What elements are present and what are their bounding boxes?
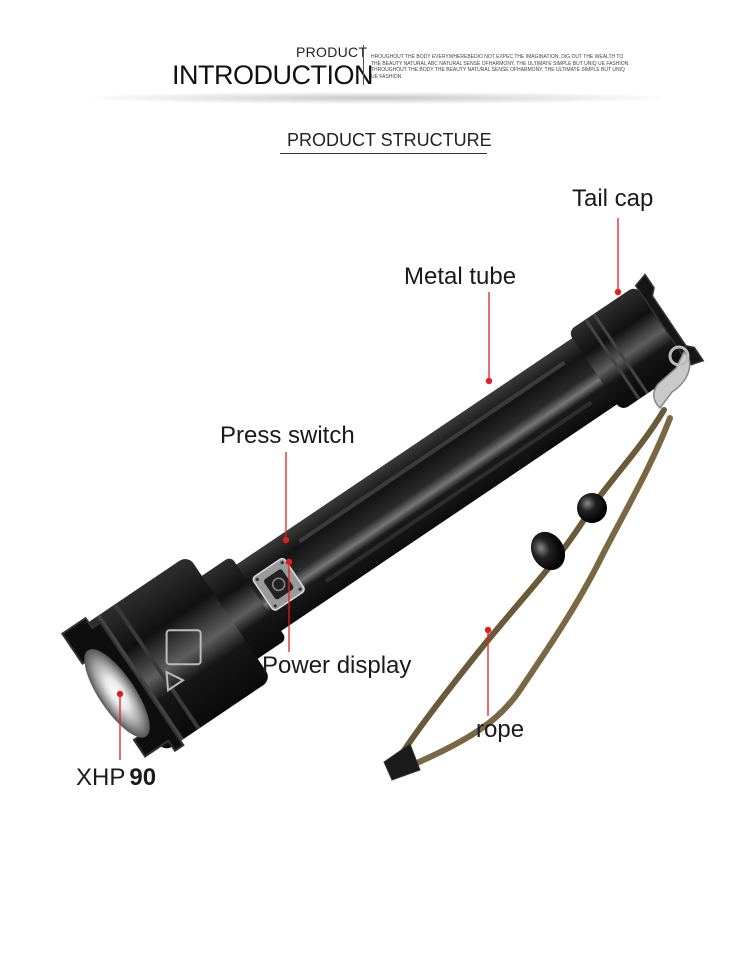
xhp-prefix: XHP [76,764,126,791]
header: PRODUCT INTRODUCTION HROUGHOUT THE BODY … [0,0,750,110]
xhp-number: 90 [129,764,157,791]
callout-metal-tube: Metal tube [404,263,517,290]
header-introduction-title: INTRODUCTION [172,60,373,90]
callout-tail-cap: Tail cap [572,185,654,212]
callout-rope: rope [476,716,525,743]
section-title: PRODUCT STRUCTURE [287,130,492,150]
lanyard [383,345,691,781]
rope-bead-upper [577,493,607,523]
rope-end [383,743,421,781]
callout-press-switch: Press switch [220,422,355,449]
section-title-underline [280,153,487,154]
header-blurb: HROUGHOUT THE BODY EVERYWHEREBEDIO NOT E… [371,54,629,80]
header-product-label: PRODUCT [296,44,368,60]
header-shadow [90,92,660,104]
rope-stopper [530,531,566,571]
flashlight [60,273,705,758]
callout-power-display: Power display [262,652,412,679]
leader-dots [116,288,622,698]
metal-tube-body [227,336,622,636]
header-divider [363,45,364,85]
rope [395,407,667,763]
leader-lines [119,218,619,760]
